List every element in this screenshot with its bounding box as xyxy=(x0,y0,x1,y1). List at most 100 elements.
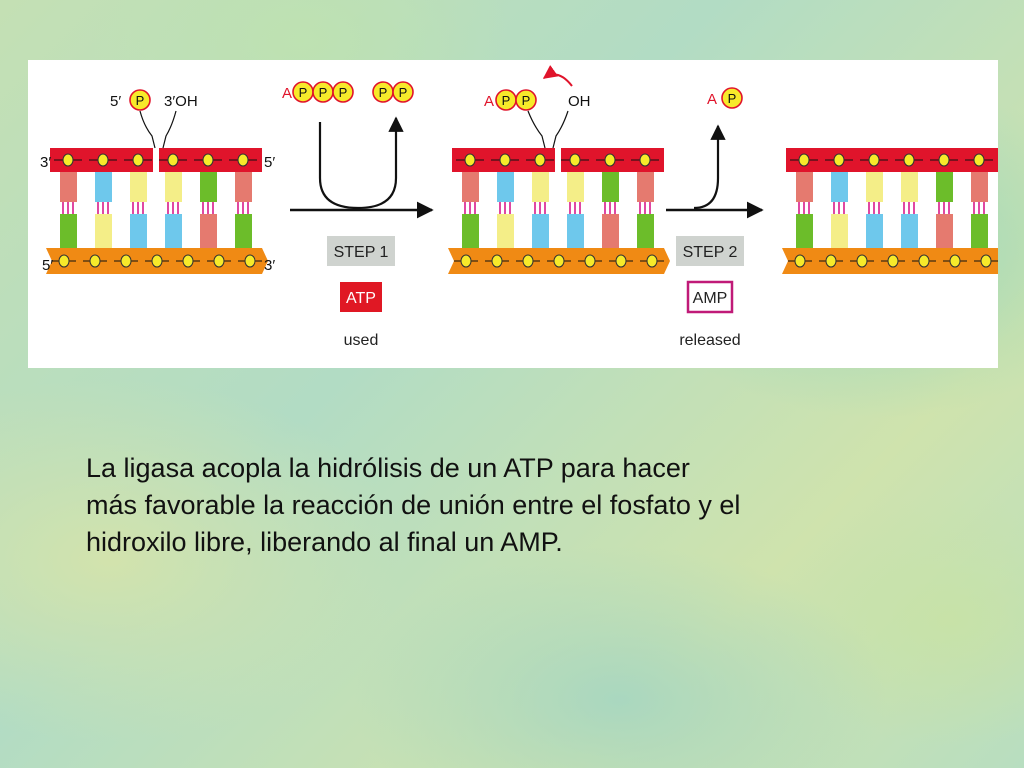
panel3-bottom-phosphate xyxy=(980,254,992,268)
panel2-bottom-phosphate xyxy=(522,254,534,268)
nick-phosphate-label: P xyxy=(136,93,145,108)
panel3-bottom-phosphate xyxy=(887,254,899,268)
nick-phosphate-circle xyxy=(129,89,151,111)
step1-atp-box xyxy=(340,282,382,312)
panel3-base-bottom xyxy=(936,214,953,248)
panel1-bottom-phosphate xyxy=(120,254,132,268)
panel2-connector-right xyxy=(552,110,569,149)
panel2-base-top xyxy=(637,172,654,202)
panel1-left-top-end: 3′ xyxy=(40,154,51,171)
step1-used-label: used xyxy=(344,332,379,349)
panel1-base-bottom xyxy=(95,214,112,248)
panel2-base-bottom xyxy=(602,214,619,248)
panel1-bottom-phosphate xyxy=(182,254,194,268)
step2-amp-label: AMP xyxy=(693,290,728,307)
panel2-bottom-phosphate xyxy=(491,254,503,268)
panel2-bottom-phosphate xyxy=(615,254,627,268)
panel3-top-backbone xyxy=(786,148,998,172)
step2-curved-arrow xyxy=(693,124,726,210)
caption-line-3: hidroxilo libre, liberando al final un A… xyxy=(86,527,563,557)
panel2-connector-left xyxy=(527,110,546,149)
panel2-bottom-phosphate xyxy=(460,254,472,268)
panel2-base-top xyxy=(462,172,479,202)
nick-connector-right xyxy=(162,110,177,149)
panel3-base-top xyxy=(796,172,813,202)
step1-atp-phosphate-label: P xyxy=(319,85,328,100)
panel3-bottom-phosphate xyxy=(825,254,837,268)
panel2-bottom-phosphate xyxy=(646,254,658,268)
panel1-base-top xyxy=(60,172,77,202)
panel3-base-bottom xyxy=(831,214,848,248)
panel3-base-bottom xyxy=(866,214,883,248)
panel3-base-top xyxy=(936,172,953,202)
panel1-base-top xyxy=(165,172,182,202)
panel3-top-phosphate xyxy=(833,153,845,167)
panel1-bottom-phosphate xyxy=(244,254,256,268)
panel1-bottom-phosphate xyxy=(151,254,163,268)
panel1-bottom-phosphate xyxy=(213,254,225,268)
panel1-bottom-phosphate xyxy=(89,254,101,268)
panel3-bottom-phosphate xyxy=(949,254,961,268)
caption-line-2: más favorable la reacción de unión entre… xyxy=(86,490,741,520)
step1-atp-label: ATP xyxy=(346,290,376,307)
panel1-duplex xyxy=(46,148,268,274)
step1-adenosine: A xyxy=(282,85,292,102)
step1-atp-phosphate-circle xyxy=(332,81,354,103)
panel2-base-top xyxy=(532,172,549,202)
panel1-top-phosphate xyxy=(62,153,74,167)
panel2-base-top xyxy=(602,172,619,202)
panel1-base-bottom xyxy=(165,214,182,248)
panel2-base-bottom xyxy=(462,214,479,248)
panel2-top-phosphate xyxy=(464,153,476,167)
step2-label: STEP 2 xyxy=(683,244,738,261)
panel3-bottom-phosphate xyxy=(918,254,930,268)
panel2-base-top xyxy=(497,172,514,202)
panel1-base-top xyxy=(200,172,217,202)
nick-connector-left xyxy=(139,110,156,149)
panel2-base-bottom xyxy=(497,214,514,248)
nick-phosphate-prefix: 5′ xyxy=(110,93,121,110)
panel2-bottom-phosphate xyxy=(553,254,565,268)
caption: La ligasa acopla la hidrólisis de un ATP… xyxy=(86,450,946,561)
step1-label-box xyxy=(327,236,395,266)
panel2-base-top xyxy=(567,172,584,202)
panel2-bottom-phosphate xyxy=(584,254,596,268)
step2-adenosine: A xyxy=(707,91,717,108)
step1-ppi-phosphate-label: P xyxy=(379,85,388,100)
panel1-base-bottom xyxy=(235,214,252,248)
panel2-adenosine: A xyxy=(484,93,494,110)
panel3-base-top xyxy=(901,172,918,202)
panel2-phosphate-circle xyxy=(515,89,537,111)
panel2-top-phosphate xyxy=(499,153,511,167)
panel3-base-bottom xyxy=(971,214,988,248)
panel1-top-phosphate xyxy=(237,153,249,167)
panel3-top-phosphate xyxy=(798,153,810,167)
caption-line-1: La ligasa acopla la hidrólisis de un ATP… xyxy=(86,453,690,483)
panel1-bottom-phosphate xyxy=(58,254,70,268)
panel1-right-top-end: 5′ xyxy=(264,154,275,171)
dna-strands xyxy=(46,148,998,274)
step2-label-box xyxy=(676,236,744,266)
step1-curved-arrow xyxy=(318,116,404,210)
panel1-left-bottom-end: 5′ xyxy=(42,257,53,274)
panel3-top-phosphate xyxy=(903,153,915,167)
panel3-top-phosphate xyxy=(938,153,950,167)
panel2-phosphate-label: P xyxy=(502,93,511,108)
step1-atp-phosphate-label: P xyxy=(339,85,348,100)
panel1-top-phosphate xyxy=(132,153,144,167)
step1-ppi-phosphate-label: P xyxy=(399,85,408,100)
panel3-bottom-phosphate xyxy=(856,254,868,268)
panel3-bottom-phosphate xyxy=(794,254,806,268)
panel1-top-phosphate xyxy=(167,153,179,167)
panel3-duplex xyxy=(782,148,998,274)
panel3-top-phosphate xyxy=(868,153,880,167)
panel1-right-bottom-end: 3′ xyxy=(264,257,275,274)
step2-phosphate-circle xyxy=(721,87,743,109)
panel1-top-phosphate xyxy=(202,153,214,167)
panel3-base-top xyxy=(971,172,988,202)
panel1-base-top xyxy=(235,172,252,202)
